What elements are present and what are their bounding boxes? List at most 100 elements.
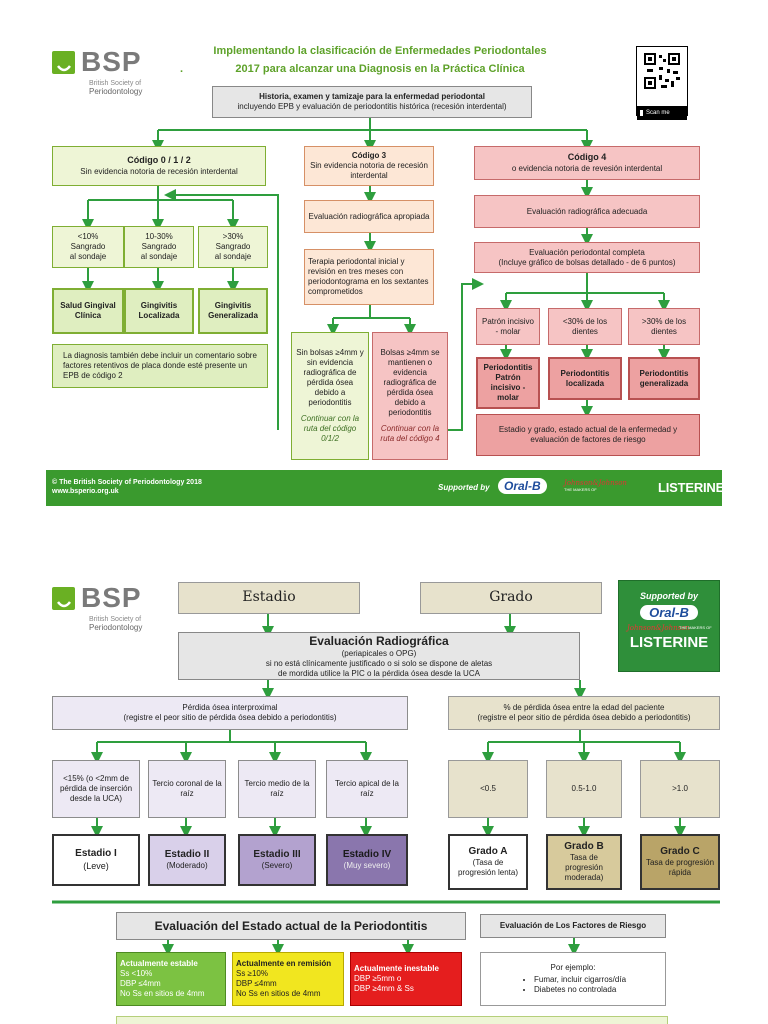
bop-box-2: 10-30% Sangrado al sondaje	[124, 226, 194, 268]
code-4-box: Código 4 o evidencia notoria de revesión…	[474, 146, 700, 180]
stable-l3: No Ss en sitios de 4mm	[120, 989, 205, 998]
unstable-box: Actualmente inestable DBP ≥5mm o DBP ≥4m…	[350, 952, 462, 1006]
stage-3-sub: (Severo)	[261, 861, 293, 871]
no-pockets-text: Sin bolsas ≥4mm y sin evidencia radiográ…	[296, 348, 364, 407]
grade-crit-2-text: 0.5-1.0	[571, 784, 597, 793]
stage-1: Estadio I (Leve)	[52, 834, 140, 886]
page1-title-dot: .	[180, 62, 184, 75]
grade-crit-1: <0.5	[448, 760, 528, 818]
risk-item-diabetes: Diabetes no controlada	[534, 985, 626, 995]
dx-health: Salud Gingival Clínica	[52, 288, 124, 334]
bsp-sub1: British Society of	[89, 80, 142, 87]
bone-loss-sub: (registre el peor sitio de pérdida ósea …	[123, 713, 337, 722]
grado-header: Grado	[420, 582, 602, 614]
unstable-title: Actualmente inestable	[354, 964, 439, 973]
footer-listerine: LISTERINE	[658, 480, 725, 495]
bop-label1: Sangrado	[215, 242, 251, 251]
bop-label2: al sondaje	[214, 252, 252, 261]
current-status-title: Evaluación del Estado actual de la Perio…	[154, 918, 428, 933]
no-pockets-box: Sin bolsas ≥4mm y sin evidencia radiográ…	[291, 332, 369, 460]
radiographic-title: Evaluación Radiográfica	[309, 633, 449, 648]
code-3-sub: Sin evidencia notoria de recesión interd…	[310, 161, 428, 180]
remission-l1: Ss ≥10%	[236, 969, 268, 978]
stage-3: Estadio III (Severo)	[238, 834, 316, 886]
stage-crit-1: <15% (o <2mm de pérdida de inserción des…	[52, 760, 140, 818]
footer-oralb-logo: Oral-B	[498, 478, 547, 494]
page2-logo: BSP British Society of Periodontology	[52, 582, 172, 642]
page1-title: Implementando la clasificación de Enferm…	[180, 43, 580, 78]
code-4-title: Código 4	[567, 152, 607, 163]
bsp-logo-text: BSP	[81, 582, 142, 613]
remission-l2: DBP ≤4mm	[236, 979, 277, 988]
footer-supported: Supported by	[438, 483, 490, 492]
bsp-sub2: Periodontology	[89, 622, 143, 632]
bsp-logo-icon	[52, 50, 75, 74]
staging-box: Estadio y grado, estado actual de la enf…	[476, 414, 700, 456]
history-box: Historia, examen y tamizaje para la enfe…	[212, 86, 532, 118]
qr-code-icon	[643, 52, 681, 90]
pattern-incisor-text: Patrón incisivo - molar	[481, 316, 535, 336]
bone-loss-title: Pérdida ósea interproximal	[182, 703, 278, 712]
risk-box: Evaluación de Los Factores de Riesgo	[480, 914, 666, 938]
dx-perio-localized-text: Periodontitis localizada	[560, 368, 610, 388]
code-3-title: Código 3	[351, 151, 387, 160]
page1-footer: © The British Society of Periodontology …	[46, 470, 725, 506]
bsp-sub1: British Society of	[89, 616, 142, 623]
grade-b-name: Grado B	[564, 840, 604, 852]
no-pockets-link[interactable]: Continuar con la ruta del código 0/1/2	[300, 414, 360, 443]
bsp-sub2: Periodontology	[89, 86, 143, 96]
page1-logo: BSP British Society of Periodontology	[52, 46, 172, 106]
pattern-generalized-text: >30% de los dientes	[641, 316, 687, 336]
dx-perio-localized: Periodontitis localizada	[548, 357, 622, 400]
sponsor-listerine: LISTERINE	[629, 634, 709, 651]
age-ratio-box: % de pérdida ósea entre la edad del paci…	[448, 696, 720, 730]
qr-code[interactable]: Scan me	[636, 46, 688, 120]
stage-1-sub: (Leve)	[83, 860, 109, 871]
risk-title: Evaluación de Los Factores de Riesgo	[499, 921, 647, 930]
sponsor-supported: Supported by	[640, 591, 698, 601]
phone-icon	[640, 110, 643, 116]
radiographic-l2: si no está clínicamente justificado o si…	[265, 658, 493, 668]
rx-code3-text: Evaluación radiográfica apropiada	[308, 211, 430, 221]
stable-box: Actualmente estable Ss <10% DBP ≤4mm No …	[116, 952, 226, 1006]
page1-title-line1: Implementando la clasificación de Enferm…	[213, 45, 547, 57]
code-3-box: Código 3 Sin evidencia notoria de recesi…	[304, 146, 434, 186]
estadio-header-text: Estadio	[242, 589, 296, 606]
pockets-link[interactable]: Continuar con la ruta del código 4	[380, 424, 440, 443]
plaque-note: La diagnosis también debe incluir un com…	[52, 344, 268, 388]
therapy-box: Terapia periodontal inicial y revisión e…	[304, 249, 434, 305]
unstable-l1: DBP ≥5mm o	[354, 974, 402, 983]
rx-code3: Evaluación radiográfica apropiada	[304, 200, 434, 233]
perio-eval-sub: (Incluye gráfico de bolsas detallado - d…	[498, 257, 676, 267]
dx-perio-incisor-text: Periodontitis Patrón incisivo - molar	[483, 363, 533, 402]
bop-pct: >30%	[222, 232, 244, 241]
footer-jj-sub: THE MAKERS OF	[564, 486, 597, 492]
grade-a: Grado A (Tasa de progresión lenta)	[448, 834, 528, 890]
bop-pct: 10-30%	[145, 232, 173, 241]
grade-crit-2: 0.5-1.0	[546, 760, 622, 818]
bop-box-3: >30% Sangrado al sondaje	[198, 226, 268, 268]
stage-crit-2-text: Tercio coronal de la raíz	[152, 779, 222, 798]
stage-crit-3-text: Tercio medio de la raíz	[244, 779, 310, 798]
stage-crit-2: Tercio coronal de la raíz	[148, 760, 226, 818]
pattern-localized-text: <30% de los dientes	[562, 316, 608, 336]
stable-l1: Ss <10%	[120, 969, 153, 978]
pockets-text: Bolsas ≥4mm se mantienen o evidencia rad…	[380, 348, 440, 417]
stage-2-name: Estadio II	[164, 848, 210, 860]
bop-label1: Sangrado	[141, 242, 177, 251]
stage-4-name: Estadio IV	[342, 848, 392, 860]
dx-perio-generalized-text: Periodontitis generalizada	[639, 368, 689, 388]
code-012-title: Código 0 / 1 / 2	[127, 155, 191, 166]
stage-2-sub: (Moderado)	[166, 861, 208, 871]
grade-b-sub: Tasa de progresión moderada)	[564, 853, 604, 883]
plaque-note-text: La diagnosis también debe incluir un com…	[63, 351, 257, 380]
footer-url[interactable]: www.bsperio.org.uk	[52, 488, 119, 496]
dx-gingivitis-localized: Gingivitis Localizada	[124, 288, 194, 334]
stable-title: Actualmente estable	[120, 959, 198, 968]
grade-b: Grado B Tasa de progresión moderada)	[546, 834, 622, 890]
pattern-incisor: Patrón incisivo - molar	[476, 308, 540, 345]
sponsor-jj: Johnson&Johnson	[627, 624, 690, 632]
bsp-logo-icon	[52, 586, 75, 610]
bottom-band	[116, 1016, 668, 1024]
